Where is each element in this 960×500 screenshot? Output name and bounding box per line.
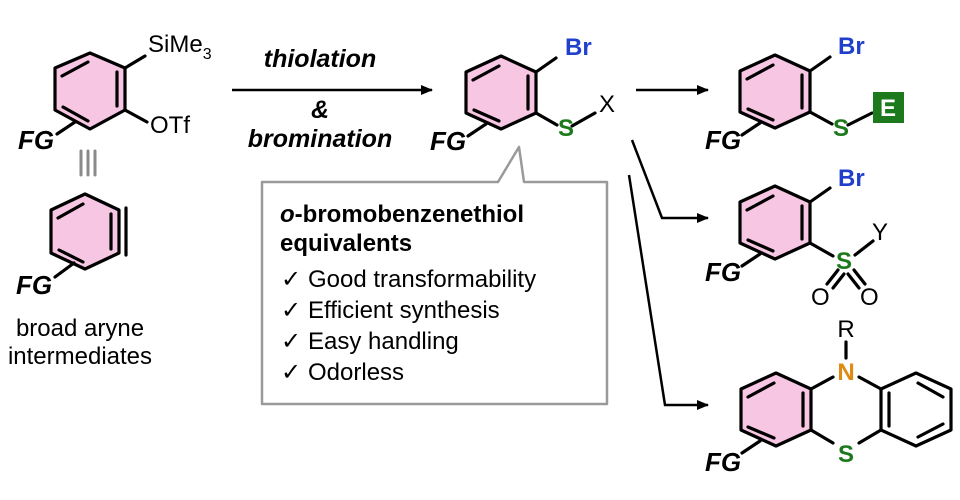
- aryne-caption-line1: broad aryne: [16, 315, 144, 342]
- thioether-br-label: Br: [838, 33, 865, 60]
- thioether-fg-label: FG: [705, 125, 741, 155]
- info-box-title-line2: equivalents: [280, 230, 412, 257]
- precursor-molecule: SiMe3 OTf FG: [18, 31, 212, 155]
- check-icon: ✓: [281, 328, 301, 355]
- sulfonyl-y-label: Y: [872, 219, 888, 246]
- triflate-label: OTf: [150, 112, 190, 139]
- intermediate-fg-label: FG: [430, 126, 466, 156]
- phenothiazine-left-ring: [739, 371, 813, 448]
- check-icon: ✓: [281, 266, 301, 293]
- sulfonyl-s-label: S: [836, 248, 852, 275]
- phenothiazine-s-label: S: [838, 441, 854, 468]
- feature-item: ✓ Good transformability: [281, 266, 536, 293]
- precursor-fg-label: FG: [18, 125, 54, 155]
- intermediate-ring: [464, 54, 538, 131]
- feature-label: Easy handling: [308, 328, 459, 355]
- main-reaction-arrow: thiolation & bromination: [232, 45, 433, 153]
- phenothiazine-product: R N S FG: [705, 316, 953, 477]
- info-box: o-bromobenzenethiol equivalents ✓ Good t…: [260, 145, 609, 406]
- sulfonyl-ring: [738, 184, 812, 261]
- phenothiazine-fg-label: FG: [705, 447, 741, 477]
- electrophile-badge: [873, 92, 904, 123]
- precursor-ring: [53, 51, 127, 131]
- thioether-s-label: S: [833, 115, 849, 142]
- thiolation-label: thiolation: [264, 45, 376, 73]
- bromination-label: bromination: [248, 125, 392, 153]
- sulfonyl-br-label: Br: [838, 165, 865, 192]
- sulfonyl-o1-label: O: [811, 284, 830, 311]
- aryne-molecule: FG broad aryne intermediates: [8, 192, 152, 370]
- aryne-ring: [49, 192, 121, 271]
- phenothiazine-n-label: N: [837, 359, 854, 386]
- feature-label: Efficient synthesis: [308, 297, 500, 324]
- sulfonyl-fg-label: FG: [705, 257, 741, 287]
- feature-item: ✓ Easy handling: [281, 328, 459, 355]
- thioether-product: Br S E FG: [705, 33, 904, 155]
- ampersand-label: &: [311, 96, 329, 124]
- silyl-label: SiMe3: [148, 31, 212, 63]
- electrophile-label: E: [880, 95, 896, 122]
- arrow-to-phenothiazine: [627, 174, 709, 410]
- feature-item: ✓ Odorless: [281, 359, 404, 386]
- intermediate-br-label: Br: [565, 34, 592, 61]
- feature-label: Good transformability: [308, 266, 536, 293]
- equivalence-bars: [79, 149, 97, 177]
- check-icon: ✓: [281, 297, 301, 324]
- sulfonyl-o2-label: O: [860, 284, 879, 311]
- feature-list: ✓ Good transformability ✓ Efficient synt…: [281, 266, 536, 386]
- feature-label: Odorless: [308, 359, 404, 386]
- aryne-fg-label: FG: [16, 270, 52, 300]
- check-icon: ✓: [281, 359, 301, 386]
- thioether-ring: [738, 53, 812, 130]
- intermediate-molecule: Br S X FG: [430, 34, 615, 156]
- feature-item: ✓ Efficient synthesis: [281, 297, 500, 324]
- sulfonyl-product: Br S Y O O FG: [705, 165, 888, 311]
- arrow-to-sulfonyl: [630, 139, 709, 223]
- phenothiazine-r-label: R: [837, 316, 854, 343]
- intermediate-x-label: X: [599, 91, 615, 118]
- intermediate-s-label: S: [558, 115, 574, 142]
- aryne-caption-line2: intermediates: [8, 343, 152, 370]
- info-box-title: o-bromobenzenethiol: [280, 201, 524, 228]
- branch-arrows: [627, 85, 709, 410]
